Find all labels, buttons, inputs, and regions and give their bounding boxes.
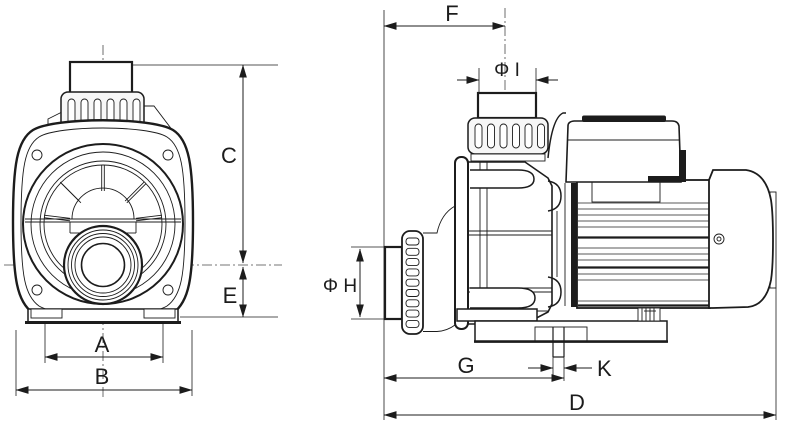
dim-E: E — [180, 266, 278, 318]
motor-body — [576, 179, 711, 309]
dim-K: K — [528, 356, 612, 381]
casing-rear-top-curve — [547, 112, 566, 159]
discharge-pipe-stub — [68, 60, 134, 97]
dim-F: F — [383, 1, 506, 30]
rear-end-cap — [708, 169, 774, 309]
terminal-box — [565, 115, 686, 183]
pump-side-view: F Φ I Φ H G K — [323, 1, 777, 420]
dim-label-b: B — [95, 364, 110, 389]
dim-label-phi-h: Φ H — [323, 276, 357, 297]
discharge-port-side — [467, 91, 549, 162]
base-plate — [456, 307, 668, 358]
dim-phi-H: Φ H — [323, 246, 384, 320]
clamp-band — [571, 183, 577, 307]
dim-label-a: A — [95, 332, 110, 357]
dim-label-d: D — [569, 390, 585, 415]
dim-label-phi-i: Φ I — [494, 60, 520, 81]
corner-screw-hole — [31, 149, 43, 161]
base-feet-front — [25, 308, 181, 324]
dim-G: G — [383, 342, 565, 382]
dim-label-e: E — [223, 283, 238, 308]
suction-assembly — [383, 205, 456, 335]
volute-bottom-lug — [470, 287, 536, 309]
dim-A: A — [44, 324, 164, 363]
impeller-spokes — [43, 165, 163, 222]
discharge-pipe-stub-side — [476, 91, 538, 120]
motor-cooling-fins — [578, 202, 709, 307]
dim-C: C — [132, 64, 278, 264]
terminal-box-bracket-foot — [648, 176, 686, 182]
clamp-block-top — [547, 180, 562, 212]
pump-front-view: C E A B — [4, 45, 282, 398]
dim-label-k: K — [597, 356, 612, 381]
corner-screw-hole — [162, 284, 174, 296]
dim-label-f: F — [445, 1, 458, 26]
right-shoulder — [144, 105, 174, 132]
motor-foot-pad — [637, 307, 661, 322]
terminal-box-bracket — [679, 150, 686, 182]
terminal-box-lid-strip — [582, 115, 666, 122]
pump-foot — [456, 308, 538, 322]
clamp-block-bottom — [547, 276, 562, 308]
suction-pipe — [383, 245, 404, 321]
volute-casing — [454, 156, 566, 330]
dim-B: B — [15, 330, 193, 396]
union-flange-plate — [470, 153, 546, 162]
volute-top-lug — [470, 169, 535, 189]
base-slot — [534, 326, 588, 343]
volute-front-flange — [454, 156, 469, 330]
screw-head-icon — [713, 233, 725, 245]
dim-D: D — [383, 390, 777, 419]
corner-screw-hole — [31, 284, 43, 296]
dome-and-shelf — [25, 187, 181, 234]
dim-label-g: G — [457, 353, 474, 378]
dim-label-c: C — [221, 143, 237, 168]
dim-phi-I: Φ I — [457, 60, 558, 92]
suction-port-rings — [62, 224, 144, 306]
corner-screw-hole — [162, 149, 174, 161]
